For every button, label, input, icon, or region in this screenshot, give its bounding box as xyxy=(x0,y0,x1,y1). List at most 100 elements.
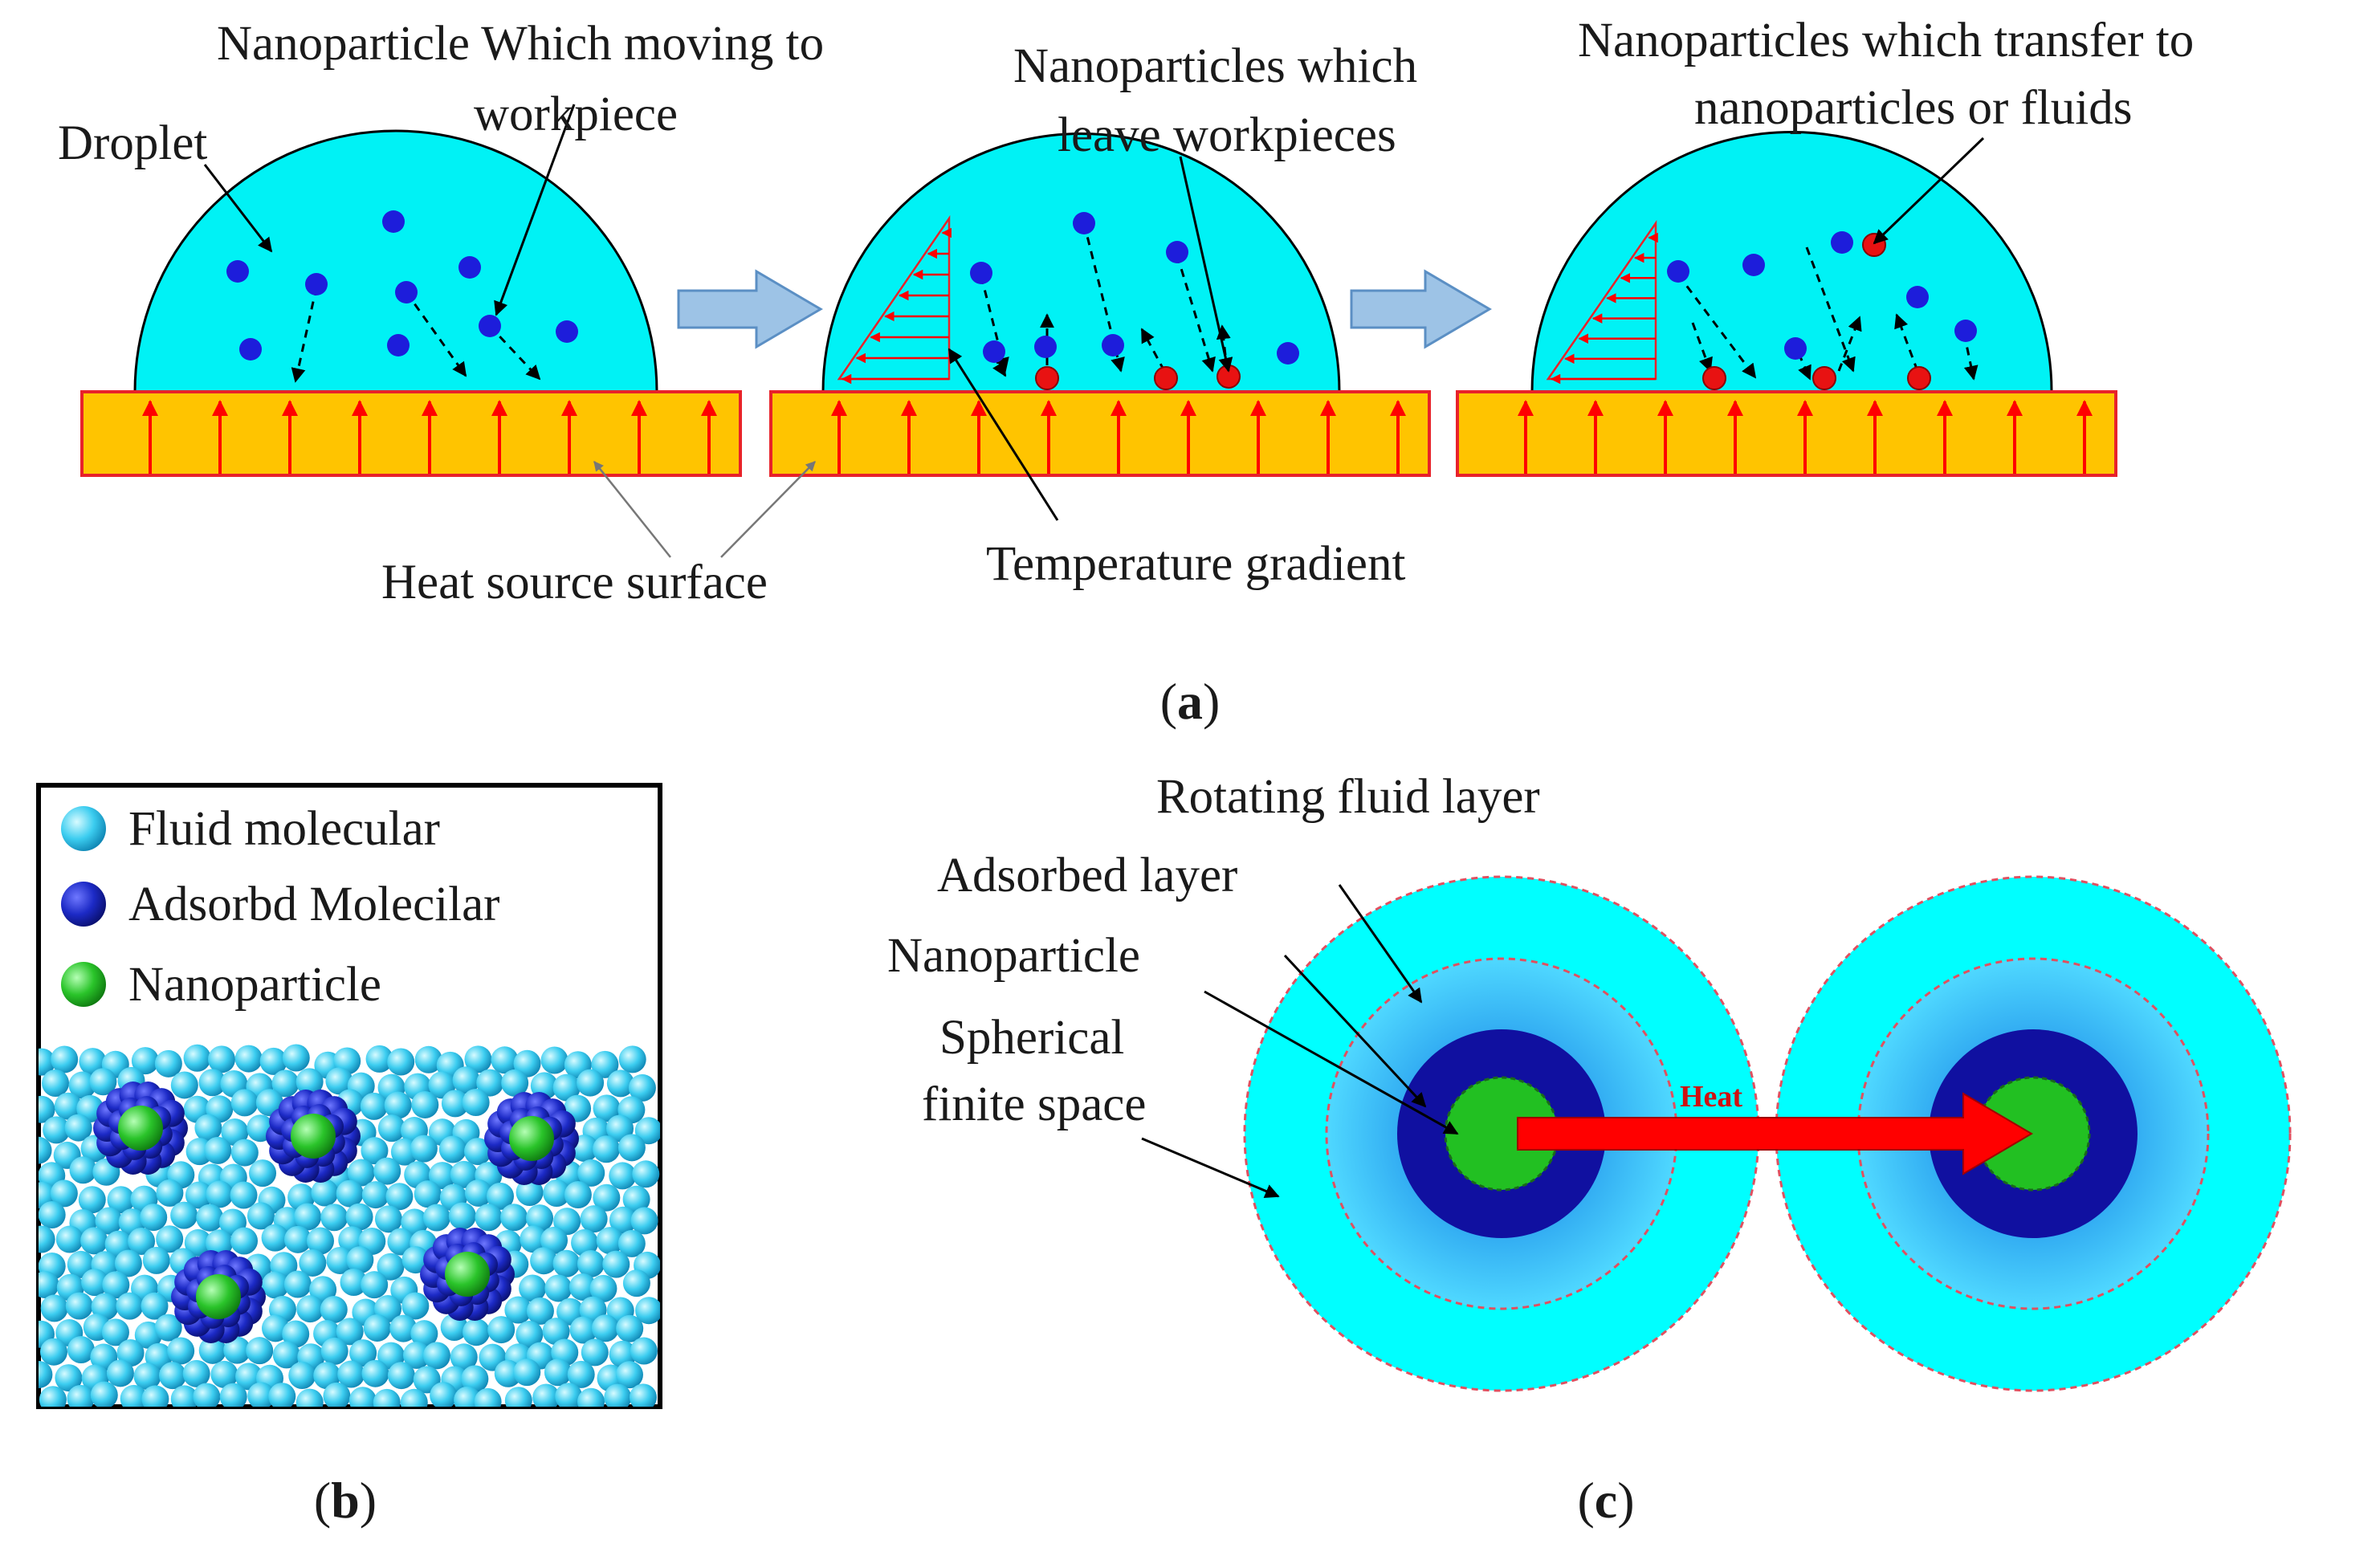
fluid-molecule xyxy=(606,1069,634,1098)
fluid-molecule xyxy=(630,1337,658,1365)
fluid-molecule xyxy=(577,1159,605,1187)
fluid-molecule xyxy=(184,1228,212,1257)
legend-fluid-swatch xyxy=(61,806,106,851)
fluid-molecule xyxy=(219,1383,247,1407)
fluid-molecule xyxy=(591,1050,619,1078)
fluid-molecule xyxy=(564,1181,592,1209)
fluid-molecule xyxy=(577,1069,605,1097)
fluid-molecule xyxy=(78,1186,106,1214)
fluid-molecule xyxy=(158,1362,186,1390)
fluid-molecule xyxy=(475,1204,503,1232)
fluid-molecule xyxy=(81,1269,109,1297)
panel-c-label: (c) xyxy=(1577,1472,1634,1529)
nanoparticle-blue xyxy=(1166,241,1188,263)
nanoparticle-blue xyxy=(1073,212,1095,234)
nanoparticle-core-right xyxy=(1975,1076,2091,1192)
fluid-molecule xyxy=(39,1048,55,1076)
fluid-molecule xyxy=(230,1227,259,1255)
fluid-molecule xyxy=(193,1383,221,1407)
fluid-molecule xyxy=(283,1270,312,1298)
spherical-label-line1: Spherical xyxy=(939,1011,1124,1065)
nanoparticle-blue xyxy=(1277,342,1299,365)
fluid-molecule xyxy=(629,1383,657,1407)
fluid-molecule xyxy=(361,1359,389,1387)
fluid-molecule xyxy=(346,1246,374,1274)
fluid-molecule xyxy=(461,1365,489,1393)
fluid-molecule xyxy=(400,1388,428,1407)
fluid-molecule xyxy=(448,1202,476,1230)
fluid-molecule xyxy=(569,1273,597,1301)
fluid-molecule xyxy=(114,1249,142,1277)
fluid-molecule xyxy=(360,1092,388,1120)
nanoparticle-blue xyxy=(1667,260,1689,283)
nanoparticle-blue xyxy=(382,210,405,233)
heat-source-label: Heat source surface xyxy=(381,556,768,609)
fluid-molecule xyxy=(140,1204,168,1232)
fluid-molecule xyxy=(411,1090,439,1118)
nanoparticle-blue xyxy=(1034,336,1057,358)
fluid-molecule xyxy=(347,1159,375,1187)
fluid-molecule xyxy=(476,1069,504,1097)
fluid-molecule xyxy=(617,1134,646,1162)
fluid-molecule xyxy=(101,1318,129,1346)
fluid-molecule xyxy=(593,1183,621,1212)
fluid-molecule xyxy=(210,1360,238,1388)
fluid-molecule xyxy=(348,1387,377,1407)
nanoparticle-red xyxy=(1154,366,1178,390)
fluid-molecule xyxy=(519,1274,547,1302)
fluid-molecule xyxy=(272,1341,300,1369)
nanoparticle-core xyxy=(118,1106,163,1151)
fluid-molecule xyxy=(156,1179,184,1207)
legend-nanoparticle-label: Nanoparticle xyxy=(128,958,381,1012)
fluid-molecule xyxy=(604,1383,632,1407)
fluid-molecule xyxy=(591,1314,619,1342)
leave-label-line2: leave workpieces xyxy=(1058,108,1396,162)
nanoparticle-blue xyxy=(305,273,328,295)
fluid-molecule xyxy=(464,1138,492,1166)
fluid-molecule xyxy=(593,1094,621,1122)
fluid-molecule xyxy=(365,1045,393,1073)
fluid-molecule xyxy=(182,1359,210,1387)
fluid-molecule xyxy=(542,1318,570,1346)
fluid-molecule xyxy=(116,1292,144,1320)
fluid-molecule xyxy=(571,1228,599,1257)
fluid-molecule xyxy=(67,1384,95,1407)
nanoparticle-red xyxy=(1907,366,1931,390)
fluid-molecule xyxy=(295,1388,324,1407)
particle-right xyxy=(1775,875,2292,1392)
fluid-molecule xyxy=(422,1204,450,1232)
fluid-molecule xyxy=(428,1162,456,1190)
fluid-molecule xyxy=(39,1360,53,1388)
fluid-molecule xyxy=(95,1207,123,1235)
fluid-molecule xyxy=(410,1135,438,1163)
fluid-molecule xyxy=(540,1226,569,1254)
fluid-molecule xyxy=(154,1049,182,1077)
fluid-molecule xyxy=(67,1336,95,1364)
process-arrow-2 xyxy=(1350,269,1492,349)
fluid-molecule xyxy=(196,1204,224,1232)
fluid-molecule xyxy=(246,1337,274,1365)
fluid-molecule xyxy=(54,1092,82,1120)
fluid-molecule xyxy=(402,1341,430,1369)
fluid-molecule xyxy=(261,1224,289,1252)
fluid-molecule xyxy=(361,1181,389,1209)
nanoparticle-blue xyxy=(970,262,992,284)
nanoparticle-blue xyxy=(226,260,249,283)
nanoparticle-blue xyxy=(458,256,481,279)
fluid-molecule xyxy=(234,1045,263,1073)
nanoparticle-core xyxy=(509,1116,554,1161)
fluid-molecule xyxy=(543,1179,571,1207)
fluid-molecule xyxy=(491,1046,519,1074)
nanoparticle-blue xyxy=(1954,320,1977,342)
fluid-molecule xyxy=(120,1384,148,1407)
panel-c: Heat Rotating fluid layer Adsorbed layer… xyxy=(887,770,2292,1529)
fluid-molecule xyxy=(580,1205,608,1233)
fluid-molecule xyxy=(452,1066,480,1094)
fluid-molecule xyxy=(513,1359,541,1387)
fluid-molecule xyxy=(414,1045,442,1073)
moving-label-line1: Nanoparticle Which moving to xyxy=(217,17,824,71)
fluid-molecule xyxy=(268,1383,296,1407)
fluid-molecule xyxy=(133,1363,161,1391)
nanoparticle-blue xyxy=(479,315,501,337)
fluid-molecule xyxy=(567,1360,595,1388)
